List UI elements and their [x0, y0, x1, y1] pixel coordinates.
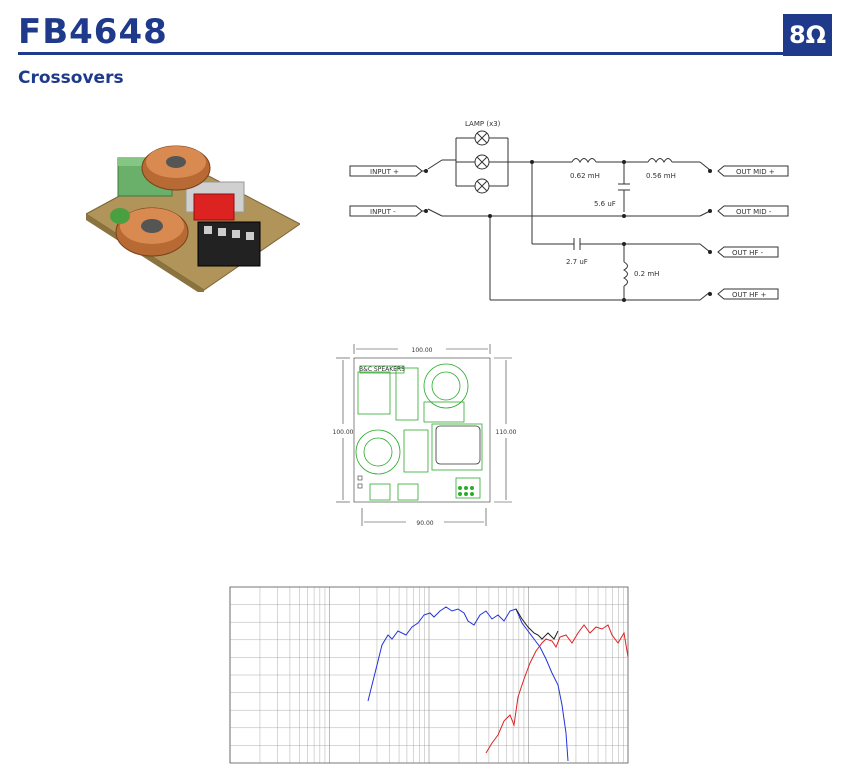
inductor-l3-label: 0.2 mH	[634, 270, 659, 278]
input-plus-label: INPUT +	[370, 168, 399, 176]
pcb-width-top: 100.00	[412, 347, 433, 354]
crossover-photo	[86, 145, 300, 292]
mid-response-curve	[367, 606, 569, 762]
out-hf-minus-label: OUT HF -	[732, 249, 764, 257]
input-minus-label: INPUT -	[370, 208, 396, 216]
out-mid-plus-label: OUT MID +	[736, 168, 775, 176]
hf-response-curve	[485, 624, 629, 754]
lamp-label: LAMP (x3)	[465, 120, 501, 128]
pcb-height-left: 100.00	[333, 429, 354, 436]
pcb-brand-label: B&C SPEAKERS	[359, 366, 405, 373]
page-title: FB4648	[18, 12, 168, 52]
impedance-badge: 8Ω	[783, 14, 832, 56]
sum-response-curve	[515, 608, 559, 640]
inductor-l2-label: 0.56 mH	[646, 172, 676, 180]
pcb-height-right: 110.00	[496, 429, 517, 436]
capacitor-c2-label: 2.7 uF	[566, 258, 588, 266]
capacitor-c1-label: 5.6 uF	[594, 200, 616, 208]
section-title: Crossovers	[18, 68, 124, 88]
pcb-width-bottom: 90.00	[416, 520, 433, 527]
graph-grid	[229, 587, 628, 763]
crossover-schematic: LAMP (x3) INPUT + INPUT - OUT MID + OUT …	[349, 120, 789, 302]
frequency-response-graph	[229, 586, 629, 764]
inductor-l1-label: 0.62 mH	[570, 172, 600, 180]
out-hf-plus-label: OUT HF +	[732, 291, 767, 299]
pcb-layout: B&C SPEAKERS 100.00 100.00 110.00 90.00	[333, 344, 517, 527]
out-mid-minus-label: OUT MID -	[736, 208, 772, 216]
title-rule	[18, 52, 826, 55]
